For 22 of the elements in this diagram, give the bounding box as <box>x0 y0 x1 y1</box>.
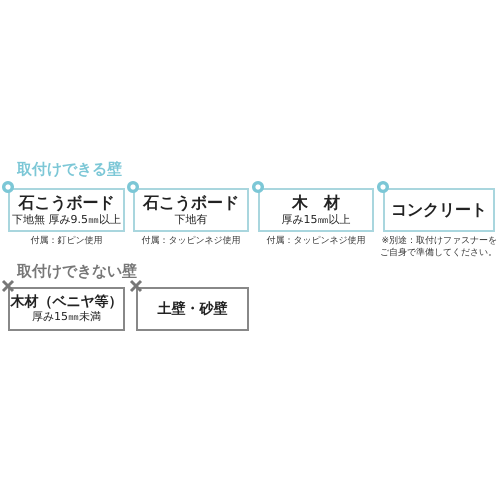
wall-type-box <box>8 287 125 331</box>
material-name: 石こうボード <box>18 194 114 213</box>
spec-text: 厚み15㎜未満 <box>32 310 101 324</box>
material-name: 土壁・砂壁 <box>158 300 228 318</box>
note-text: 付属：タッピンネジ使用 <box>266 236 366 248</box>
spec-text: 下地有 <box>174 212 208 226</box>
wall-type-box <box>258 188 374 232</box>
note-text: 付属：タッピンネジ使用 <box>140 236 242 248</box>
wall-type-box <box>136 287 249 331</box>
wall-type-box <box>8 188 125 232</box>
note-text: ※別途：取付けファスナーをご自身で準備してください。 <box>379 236 497 260</box>
material-name: 木 材 <box>292 194 340 213</box>
section-heading: 取付けできる壁 <box>17 160 122 179</box>
material-name: コンクリート <box>391 200 487 220</box>
section-heading: 取付けできない壁 <box>17 262 137 281</box>
wall-type-box <box>133 188 249 232</box>
spec-text: 下地無 厚み9.5㎜以上 <box>12 212 121 226</box>
material-name: 木材（ベニヤ等） <box>10 294 122 310</box>
wall-type-box <box>383 188 495 232</box>
note-text: 付属：釘ピン使用 <box>30 236 104 248</box>
spec-text: 厚み15㎜以上 <box>282 212 350 226</box>
material-name: 石こうボード <box>143 194 239 213</box>
